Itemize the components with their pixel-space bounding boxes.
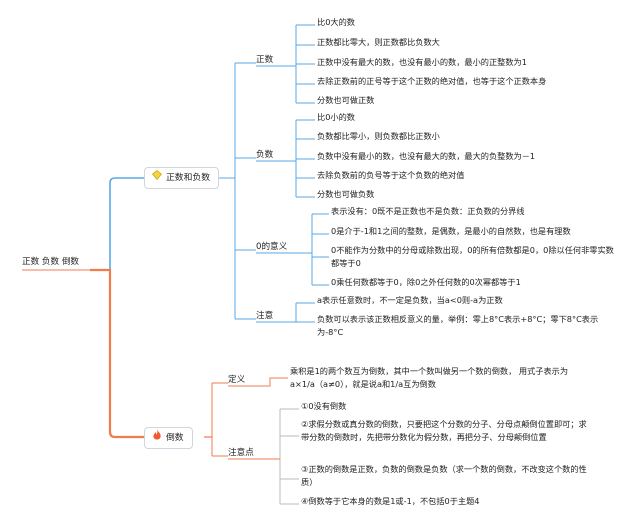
root-to-branch2 (90, 268, 144, 439)
note-item[interactable]: ②求假分数或真分数的倒数，只要把这个分数的分子、分母点颠倒位置即可；求带分数的倒… (301, 419, 587, 442)
note-item[interactable]: ④倒数等于它本身的数是1或-1，不包括0于主题4 (301, 496, 480, 506)
branch-reciprocal[interactable]: 倒数 (144, 427, 193, 449)
definition-item[interactable]: 乘积是1的两个数互为倒数，其中一个数叫做另一个数的倒数， 用式子表示为a×1/a… (290, 366, 569, 389)
zero-item[interactable]: 0乘任何数都等于0，除0之外任何数的0次幂都等于1 (331, 277, 521, 287)
zero-item[interactable]: 表示没有：0既不是正数也不是负数：正负数的分界线 (331, 206, 525, 216)
negative-item[interactable]: 分数也可做负数 (317, 189, 375, 199)
root-topic[interactable]: 正数 负数 倒数 (22, 257, 80, 267)
attention-item[interactable]: a表示任意数时，不一定是负数，当a<0则-a为正数 (317, 295, 503, 305)
branch-label: 正数和负数 (166, 173, 210, 183)
positive-item[interactable]: 去除正数前的正号等于这个正数的绝对值，也等于这个正数本身 (317, 76, 547, 86)
attention-item[interactable]: 负数可以表示该正数相反意义的量，举例：零上8°C表示+8°C；零下8°C表示为-… (317, 314, 599, 337)
negative-item[interactable]: 负数都比零小，则负数都比正数小 (317, 131, 440, 141)
topic-positive[interactable]: 正数 (256, 55, 274, 65)
branch-label: 倒数 (166, 433, 184, 443)
positive-item[interactable]: 比0大的数 (317, 17, 355, 27)
definition-link (250, 377, 288, 387)
branch-positive-negative[interactable]: 正数和负数 (144, 167, 219, 189)
topic-attention[interactable]: 注意 (256, 311, 274, 321)
negative-item[interactable]: 比0小的数 (317, 112, 355, 122)
negative-item[interactable]: 去除负数前的负号等于这个负数的绝对值 (317, 170, 465, 180)
zero-item[interactable]: 0是介于-1和1之间的整数，是偶数，是最小的自然数，也是有理数 (331, 226, 571, 236)
root-to-branch1 (90, 177, 144, 271)
topic-notes[interactable]: 注意点 (228, 448, 254, 458)
positive-item[interactable]: 正数中没有最大的数，也没有最小的数，最小的正整数为1 (317, 57, 527, 67)
positive-item[interactable]: 正数都比零大，则正数都比负数大 (317, 37, 440, 47)
note-item[interactable]: ③正数的倒数是正数，负数的倒数是负数（求一个数的倒数，不改变这个数的性质） (301, 464, 587, 487)
fire-icon (151, 428, 163, 448)
negative-item[interactable]: 负数中没有最小的数，也没有最大的数，最大的负整数为－1 (317, 151, 536, 161)
topic-definition[interactable]: 定义 (228, 375, 246, 385)
topic-negative[interactable]: 负数 (256, 150, 274, 160)
diamond-icon (151, 168, 163, 188)
zero-item[interactable]: 0不能作为分数中的分母或除数出现，0的所有倍数都是0，0除以任何非零实数都等于0 (331, 245, 614, 268)
note-item[interactable]: ①0没有倒数 (301, 401, 347, 411)
positive-item[interactable]: 分数也可做正数 (317, 95, 375, 105)
topic-zero-meaning[interactable]: 0的意义 (256, 242, 288, 252)
